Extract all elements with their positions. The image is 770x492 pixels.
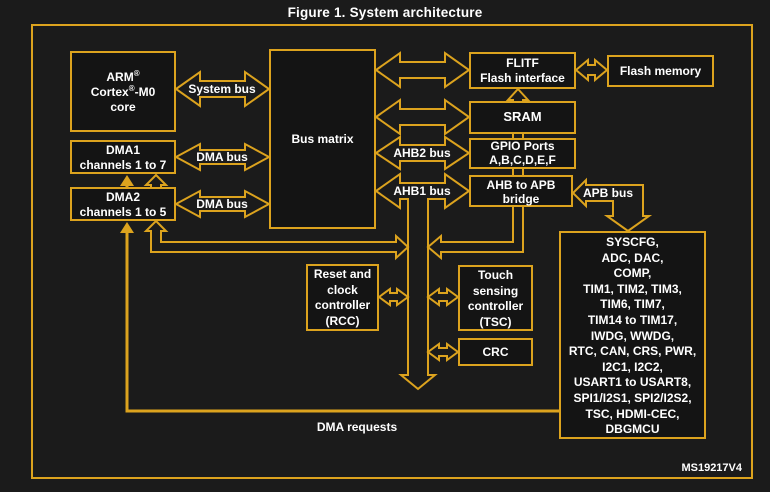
- flash-memory-label: Flash memory: [619, 63, 702, 78]
- dma1-bus-label: DMA bus: [196, 150, 248, 164]
- figure-title: Figure 1. System architecture: [287, 5, 483, 20]
- bus-matrix-label: Bus matrix: [291, 131, 354, 146]
- dma2-bus-label: DMA bus: [196, 197, 248, 211]
- system-bus-label: System bus: [188, 82, 256, 96]
- bridge-ahb1-elbow-arrow: [426, 204, 524, 261]
- ahb1-bus-label: AHB1 bus: [393, 184, 451, 198]
- crc-bus-arrow: [426, 342, 460, 362]
- ahb1-bus-arrow: [374, 172, 471, 391]
- busmatrix-flitf-arrow: [374, 51, 471, 89]
- block-sram: SRAM: [469, 101, 576, 134]
- dma-requests-line: [125, 231, 559, 413]
- tsc-bus-arrow: [426, 287, 460, 307]
- block-apb-peripherals: SYSCFG,ADC, DAC,COMP,TIM1, TIM2, TIM3,TI…: [559, 231, 706, 439]
- figure-frame: [31, 24, 753, 479]
- core-line-1: ARM®: [106, 69, 140, 85]
- sram-label: SRAM: [503, 109, 542, 125]
- dma2-access-elbow-arrow: [143, 219, 410, 261]
- dma-requests-label: DMA requests: [316, 420, 398, 434]
- figure-reference-code: MS19217V4: [681, 462, 742, 474]
- block-bus-matrix: Bus matrix: [269, 49, 376, 229]
- rcc-bus-arrow: [377, 287, 410, 307]
- block-flash-memory: Flash memory: [607, 55, 714, 87]
- ahb2-bus-label: AHB2 bus: [393, 146, 451, 160]
- core-line-2: Cortex®-M0: [90, 84, 156, 100]
- busmatrix-sram-arrow: [374, 98, 471, 136]
- dma-requests-arrowhead-dma2: [120, 222, 134, 233]
- core-line-3: core: [110, 100, 136, 114]
- dma-requests-arrowhead-dma1: [120, 175, 134, 186]
- block-crc: CRC: [458, 338, 533, 366]
- apb-bus-label: APB bus: [582, 186, 634, 200]
- crc-label: CRC: [482, 344, 509, 359]
- flitf-flash-arrow: [574, 57, 609, 83]
- block-arm-cortex-m0-core: ARM® Cortex®-M0 core: [70, 51, 176, 132]
